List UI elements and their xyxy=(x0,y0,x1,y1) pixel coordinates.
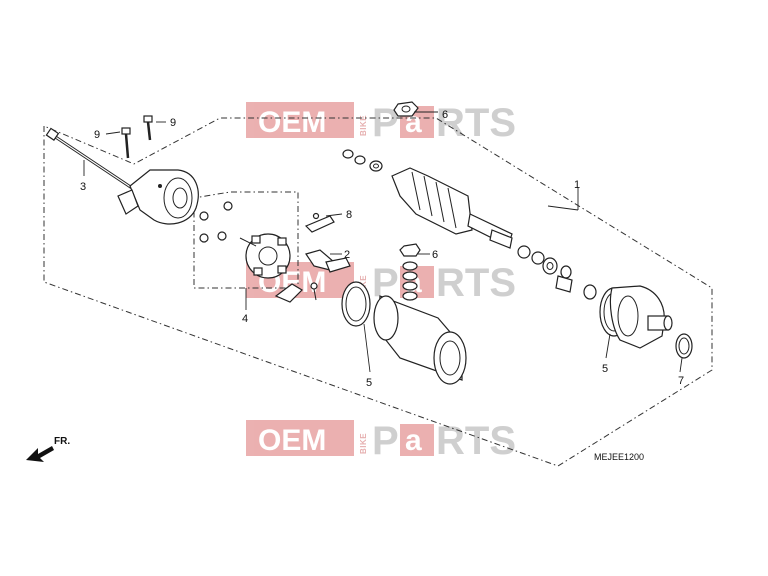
callout-1: 1 xyxy=(574,179,580,191)
yoke-housing xyxy=(373,295,467,385)
watermark-oem-text: OEM xyxy=(258,424,326,457)
front-direction-indicator: FR. xyxy=(26,436,70,462)
direction-label: FR. xyxy=(54,436,70,447)
bolt-right xyxy=(143,115,153,141)
bolt-left xyxy=(121,127,131,159)
watermark-p-text: P xyxy=(372,101,399,145)
callout-4: 4 xyxy=(242,313,248,325)
washer-stack-top xyxy=(342,149,383,172)
diagram-code: MEJEE1200 xyxy=(594,452,644,462)
o-ring-left xyxy=(341,281,371,327)
rear-cover xyxy=(117,169,199,225)
watermark-oem-text: OEM xyxy=(258,106,326,139)
long-bolt xyxy=(45,127,133,190)
washer-stack-middle xyxy=(399,243,421,301)
washer-stack-right xyxy=(517,245,597,300)
callout-5-left: 5 xyxy=(366,377,372,389)
watermark-rts-text: RTS xyxy=(436,261,516,305)
o-ring-small xyxy=(675,333,693,359)
brush-holder xyxy=(199,201,291,279)
callout-6-top: 6 xyxy=(442,109,448,121)
watermark-rts-text: RTS xyxy=(436,101,516,145)
watermark-top: OEM BIKE P a RTS xyxy=(246,101,516,145)
callout-8: 8 xyxy=(346,209,352,221)
callout-6-middle: 6 xyxy=(432,249,438,261)
watermark-p-text: P xyxy=(372,419,399,463)
callout-7: 7 xyxy=(678,375,684,387)
leader-lines xyxy=(83,111,683,373)
brush-terminal xyxy=(274,249,351,303)
callout-3: 3 xyxy=(80,181,86,193)
callout-9-right: 9 xyxy=(170,117,176,129)
front-cover xyxy=(609,285,673,349)
nut-top xyxy=(393,101,419,117)
assembly-boundary xyxy=(43,117,713,467)
watermark-a-text: a xyxy=(405,424,422,457)
bracket-clip xyxy=(304,212,335,233)
callout-5-right: 5 xyxy=(602,363,608,375)
watermark-rts-text: RTS xyxy=(436,419,516,463)
armature xyxy=(391,167,513,249)
callout-2: 2 xyxy=(344,249,350,261)
watermark-bike-text: BIKE xyxy=(359,433,368,454)
front-arrow-icon xyxy=(26,446,54,462)
watermark-bike-text: BIKE xyxy=(359,115,368,136)
callout-9-left: 9 xyxy=(94,129,100,141)
watermark-bottom: OEM BIKE P a RTS xyxy=(246,419,516,463)
